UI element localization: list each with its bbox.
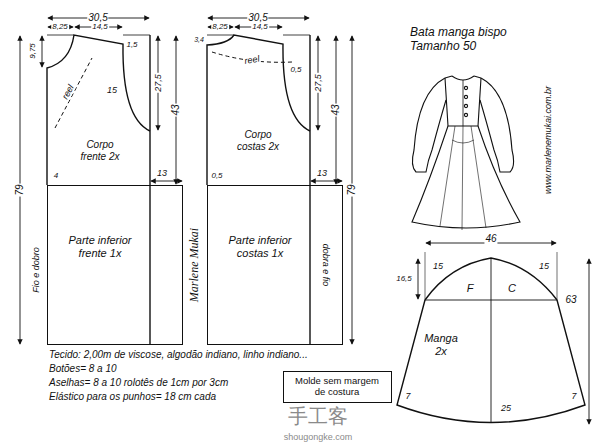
pattern-label: 15 xyxy=(538,261,550,271)
pattern-label: www.marlenemukai.com.br xyxy=(543,85,553,195)
pattern-label: Corpo costas 2x xyxy=(231,129,285,152)
pattern-label: Marlene Mukai xyxy=(188,227,202,303)
pattern-label: 43 xyxy=(170,103,182,116)
watermark: 手工客 xyxy=(287,405,349,428)
pattern-label: 4 xyxy=(53,171,59,180)
pattern-label: 15 xyxy=(432,261,444,271)
pattern-label: 15 xyxy=(106,85,118,95)
pattern-label: 13 xyxy=(156,168,168,178)
note-line: Botões= 8 a 10 xyxy=(48,363,118,375)
pattern-label: 0,5 xyxy=(289,65,302,74)
pattern-piece: Parte inferior costas 1x xyxy=(207,185,343,345)
watermark: shougongke.com xyxy=(283,432,354,442)
note-line: Aselhas= 8 a 10 rolotês de 1cm por 3cm xyxy=(48,377,229,389)
piece-name: Parte inferior costas 1x xyxy=(220,234,300,260)
pattern-label: 46 xyxy=(484,233,497,245)
pattern-label: reel xyxy=(59,82,76,102)
pattern-label: 14,5 xyxy=(251,22,269,31)
dimension-arrows xyxy=(20,18,589,424)
pattern-label: C xyxy=(507,282,517,295)
pattern-label: 79 xyxy=(346,183,358,196)
pattern-label: 27,5 xyxy=(313,73,323,93)
note-line: Tecido: 2,00m de viscose, algodão indian… xyxy=(48,349,309,361)
pattern-label: 63 xyxy=(564,294,577,306)
pattern-label: 25 xyxy=(500,403,512,413)
pattern-label: F xyxy=(466,282,475,295)
pattern-label: 7 xyxy=(404,391,411,401)
pattern-label: 9,75 xyxy=(28,42,37,60)
piece-name: Parte inferior frente 1x xyxy=(60,234,140,260)
pattern-label: 14,5 xyxy=(91,22,109,31)
pattern-label: 0,5 xyxy=(210,171,223,180)
dress-illustration xyxy=(412,76,520,230)
pattern-label: 79 xyxy=(14,183,26,196)
pattern-label: dobra e fio xyxy=(321,243,331,288)
sleeve-outline xyxy=(397,252,585,423)
pattern-label: 43 xyxy=(330,103,342,116)
note-line: Elástico para os punhos= 18 cm cada xyxy=(48,391,217,403)
pattern-label: Fio e dobro xyxy=(31,246,41,294)
note-box: Molde sem margem de costura xyxy=(283,371,392,403)
pattern-label: Manga 2x xyxy=(419,332,463,357)
pattern-title: Bata manga bispo Tamanho 50 xyxy=(409,26,515,54)
pattern-label: 1,5 xyxy=(125,40,138,49)
pattern-label: 16,5 xyxy=(395,274,413,283)
pattern-piece: Parte inferior frente 1x xyxy=(47,185,183,345)
pattern-label: 8,25 xyxy=(51,22,69,31)
pattern-label: 27,5 xyxy=(153,73,163,93)
pattern-label: Corpo frente 2x xyxy=(73,139,127,162)
piece-name: Molde sem margem de costura xyxy=(289,375,385,398)
pattern-label: 8,25 xyxy=(211,22,229,31)
pattern-label: reel xyxy=(243,53,262,66)
pattern-label: 3,4 xyxy=(193,36,205,44)
pattern-label: 13 xyxy=(316,168,328,178)
pattern-label: 7 xyxy=(570,391,577,401)
back-bodice xyxy=(207,35,310,345)
front-bodice xyxy=(47,35,150,345)
